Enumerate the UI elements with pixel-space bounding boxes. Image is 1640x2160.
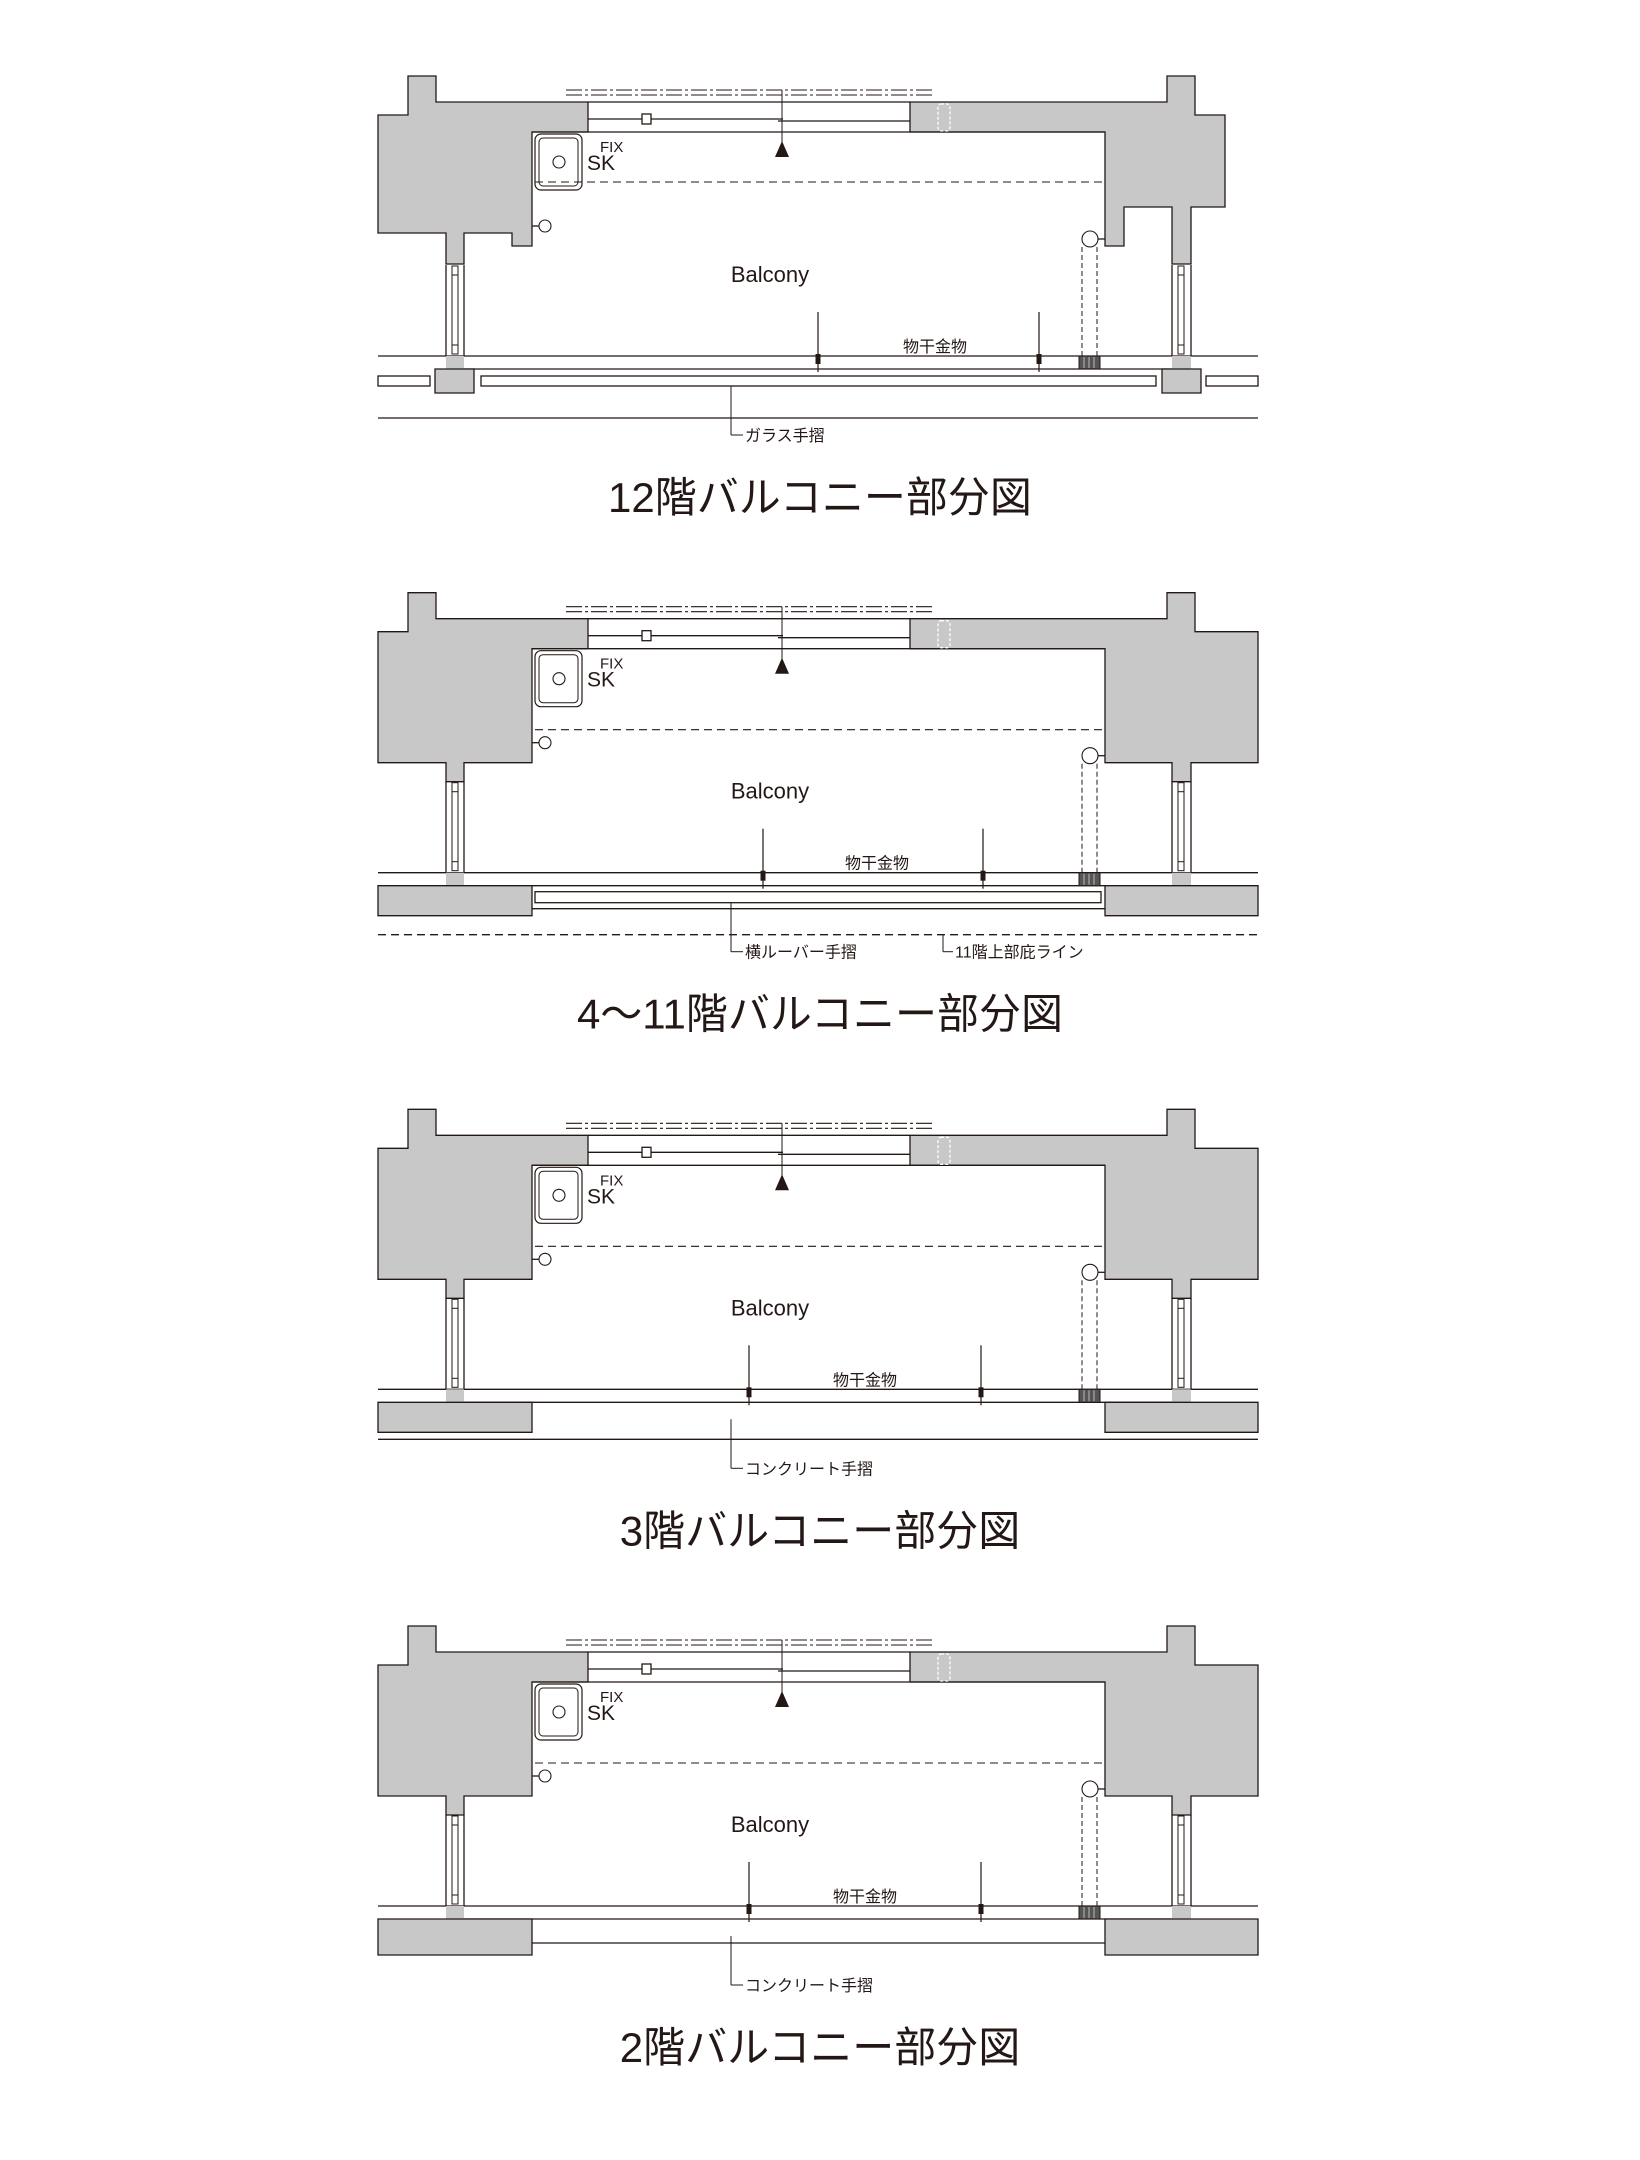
left-parapet — [377, 1918, 533, 1956]
hanger-bracket-icon — [978, 1904, 984, 1914]
left-wall — [377, 75, 589, 265]
hanger-bracket-icon — [746, 1387, 752, 1398]
left-wall — [377, 592, 589, 783]
side-window-sash — [1177, 1815, 1185, 1905]
fix-label: FIX — [600, 1689, 623, 1706]
drain-icon — [538, 219, 552, 233]
louver-railing-panel — [534, 891, 1102, 904]
railing-label: コンクリート手摺 — [745, 1977, 873, 1995]
glass-railing-panel — [377, 375, 431, 387]
side-window-sash — [1177, 265, 1185, 355]
plan-title: 4〜11階バルコニー部分図 — [577, 991, 1063, 1038]
fix-label: FIX — [600, 139, 623, 156]
duct-outline — [937, 103, 951, 132]
fix-label: FIX — [600, 656, 623, 673]
sink-label: SK — [587, 669, 615, 692]
hanger-bracket-icon — [815, 354, 821, 364]
hanger-bracket-icon — [978, 1387, 984, 1398]
side-window-sash — [1177, 782, 1185, 872]
window-latch-icon — [641, 1146, 652, 1158]
sink-basin — [538, 137, 579, 187]
column — [446, 1906, 464, 1920]
drain-icon — [538, 1769, 552, 1783]
hanger-bracket-icon — [980, 870, 986, 881]
left-wall — [377, 1625, 589, 1816]
entry-arrow-icon — [775, 657, 789, 674]
column — [1172, 356, 1191, 370]
side-window-sash — [451, 782, 459, 872]
hanger-label: 物干金物 — [833, 1371, 897, 1389]
entry-arrow-icon — [775, 1691, 789, 1707]
right-railing-post — [1161, 368, 1202, 394]
hanger-label: 物干金物 — [833, 1888, 897, 1906]
side-window-sash — [451, 1298, 459, 1388]
hanger-bracket-icon — [746, 1904, 752, 1914]
sink-basin — [538, 1170, 579, 1220]
drain-icon — [552, 155, 566, 169]
balcony-label: Balcony — [731, 1295, 809, 1320]
glass-railing-panel — [480, 375, 1157, 387]
window-latch-icon — [641, 630, 652, 642]
right-wall — [909, 75, 1226, 265]
left-parapet — [377, 885, 533, 917]
column — [446, 356, 464, 370]
left-parapet — [377, 1401, 533, 1433]
balcony-label: Balcony — [731, 1812, 809, 1837]
right-parapet — [1104, 1401, 1259, 1433]
sink-basin — [538, 1687, 579, 1737]
column — [446, 1389, 464, 1404]
drain-pipe-icon — [1081, 1780, 1099, 1798]
entry-arrow-icon — [775, 1174, 789, 1191]
window-latch-icon — [641, 113, 652, 125]
drain-pipe-icon — [1081, 747, 1099, 765]
drain-icon — [538, 1252, 552, 1266]
side-window-sash — [451, 265, 459, 355]
right-parapet — [1104, 885, 1259, 917]
side-window-sash — [451, 1815, 459, 1905]
hanger-label: 物干金物 — [845, 855, 909, 873]
plan-title: 2階バルコニー部分図 — [620, 2024, 1021, 2071]
balcony-label: Balcony — [731, 262, 809, 287]
railing-label: コンクリート手摺 — [745, 1460, 873, 1478]
drain-icon — [552, 1705, 566, 1719]
window-latch-icon — [641, 1663, 652, 1675]
drain-pipe-icon — [1081, 230, 1099, 248]
column — [446, 872, 464, 887]
glass-railing-panel — [1205, 375, 1259, 387]
left-railing-post — [434, 368, 475, 394]
column — [1172, 1389, 1191, 1404]
duct-outline — [937, 1136, 951, 1165]
left-wall — [377, 1108, 589, 1299]
drain-icon — [538, 736, 552, 750]
duct-outline — [937, 1653, 951, 1682]
balcony-label: Balcony — [731, 779, 809, 804]
railing-label: ガラス手摺 — [745, 427, 825, 445]
drain-pipe-icon — [1081, 1263, 1099, 1281]
fix-label: FIX — [600, 1172, 623, 1189]
duct-outline — [937, 620, 951, 649]
sink-label: SK — [587, 152, 615, 175]
column — [1172, 872, 1191, 887]
sink-label: SK — [587, 1702, 615, 1725]
drain-icon — [552, 672, 566, 686]
eave-line-label: 11階上部庇ライン — [955, 944, 1084, 962]
hanger-label: 物干金物 — [903, 338, 967, 356]
side-window-sash — [1177, 1298, 1185, 1388]
sink-label: SK — [587, 1185, 615, 1208]
hanger-bracket-icon — [760, 870, 766, 881]
entry-arrow-icon — [775, 141, 789, 157]
railing-label: 横ルーバー手摺 — [745, 944, 857, 962]
column — [1172, 1906, 1191, 1920]
drain-icon — [552, 1188, 566, 1202]
plan-title: 12階バルコニー部分図 — [608, 474, 1032, 521]
hanger-bracket-icon — [1036, 354, 1042, 364]
plan-title: 3階バルコニー部分図 — [620, 1507, 1021, 1554]
right-parapet — [1104, 1918, 1259, 1956]
sink-basin — [538, 654, 579, 704]
